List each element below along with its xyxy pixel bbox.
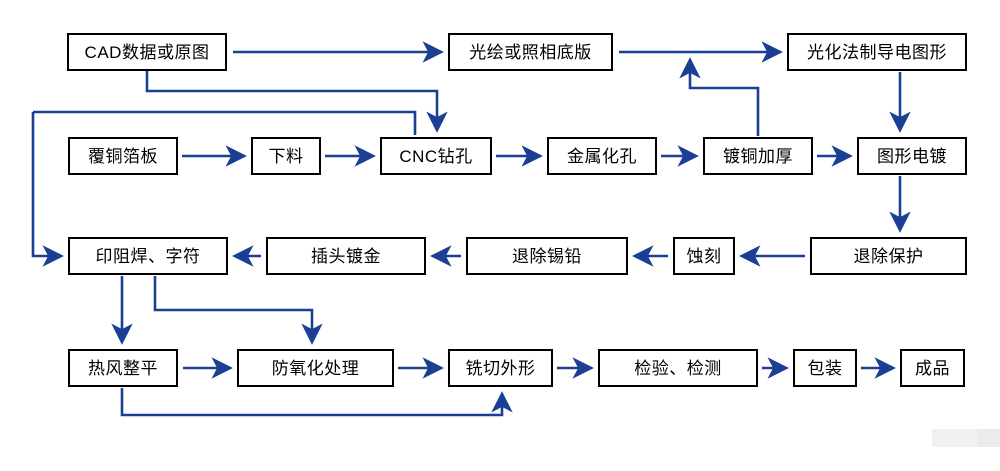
node-clad[interactable]: 覆铜箔板 (68, 137, 178, 175)
node-pattern[interactable]: 图形电镀 (857, 137, 967, 175)
node-etch[interactable]: 蚀刻 (673, 237, 735, 275)
watermark-artifact (932, 429, 978, 447)
node-goldplug[interactable]: 插头镀金 (266, 237, 426, 275)
node-striptin[interactable]: 退除锡铅 (466, 237, 628, 275)
node-inspect[interactable]: 检验、检测 (598, 349, 758, 387)
edge-solderres-to-antiox (153, 276, 323, 345)
watermark-artifact-secondary (978, 429, 1000, 447)
edge-rail-top-to-cnc (33, 110, 417, 135)
node-copper[interactable]: 镀铜加厚 (703, 137, 813, 175)
node-plated[interactable]: 金属化孔 (547, 137, 657, 175)
edge-cad-to-cnc (145, 71, 448, 133)
node-photoplot[interactable]: 光绘或照相底版 (448, 33, 613, 71)
node-antiox[interactable]: 防氧化处理 (237, 349, 394, 387)
edge-hasl-to-milling-loop (120, 388, 513, 417)
node-packaging[interactable]: 包装 (793, 349, 857, 387)
node-cutting[interactable]: 下料 (251, 137, 321, 175)
node-solderres[interactable]: 印阻焊、字符 (68, 237, 228, 275)
edge-copper-to-photoplot-link (679, 57, 760, 136)
edge-rail-to-solderres (31, 112, 64, 267)
node-cad[interactable]: CAD数据或原图 (67, 33, 227, 71)
node-hasl[interactable]: 热风整平 (68, 349, 178, 387)
node-milling[interactable]: 铣切外形 (448, 349, 553, 387)
node-photochem[interactable]: 光化法制导电图形 (787, 33, 967, 71)
node-cnc[interactable]: CNC钻孔 (380, 137, 492, 175)
node-stripres[interactable]: 退除保护 (810, 237, 967, 275)
node-finished[interactable]: 成品 (900, 349, 965, 387)
